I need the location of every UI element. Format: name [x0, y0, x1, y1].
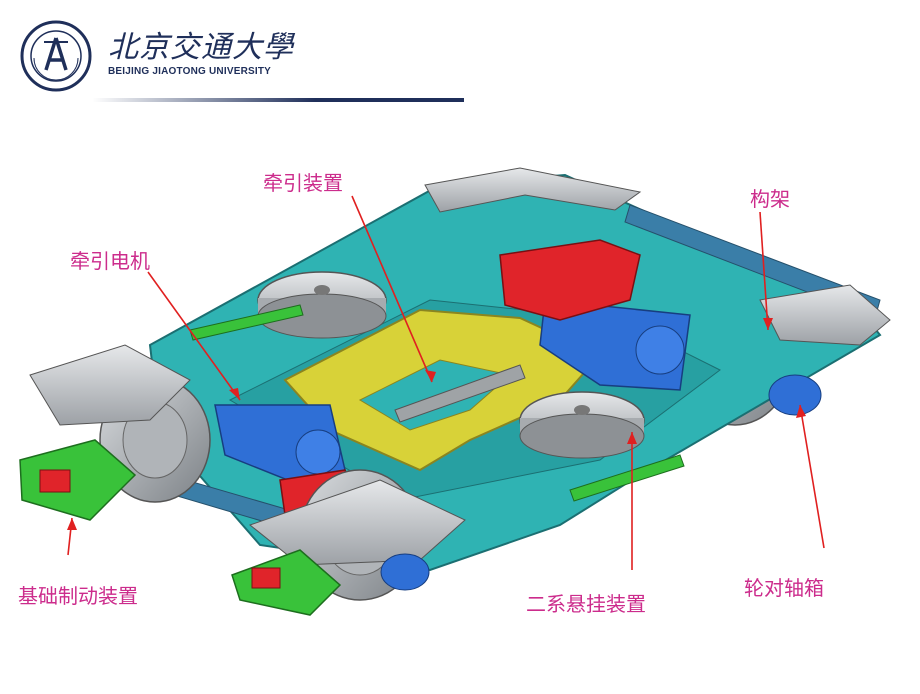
- air-spring-right: [519, 391, 645, 459]
- bogie-illustration: [19, 167, 891, 616]
- leader-lines: [67, 195, 825, 570]
- university-name-en: BEIJING JIAOTONG UNIVERSITY: [108, 66, 272, 77]
- spring-cap-rear-right: [759, 284, 891, 346]
- air-spring-left: [257, 271, 387, 339]
- traction-motor-rear: [539, 299, 691, 391]
- axlebox-right: [768, 374, 822, 416]
- slide-header: 北京交通大學 BEIJING JIAOTONG UNIVERSITY: [0, 0, 920, 110]
- damper-rear: [189, 304, 304, 341]
- label-traction-device: 牵引装置: [263, 171, 343, 195]
- axlebox-front: [380, 553, 430, 591]
- leader-wheelset-axlebox: [799, 404, 825, 549]
- bogie-diagram: 牵引装置 构架 牵引电机 基础制动装置 二系悬挂装置 轮对轴箱: [0, 110, 920, 690]
- spring-cap-rear-left: [424, 167, 642, 213]
- damper-front: [569, 454, 685, 502]
- brake-unit-right: [231, 549, 342, 616]
- brake-cylinder-left: [39, 469, 71, 493]
- leader-arrowheads: [67, 318, 806, 530]
- label-secondary-suspension: 二系悬挂装置: [526, 592, 646, 616]
- university-seal-icon: [20, 20, 92, 92]
- label-frame: 构架: [750, 187, 790, 211]
- header-divider: [92, 98, 464, 102]
- bolster: [283, 308, 602, 472]
- leader-traction-motor: [147, 271, 241, 401]
- spring-cap-front-left: [29, 344, 191, 426]
- brake-unit-left: [19, 439, 137, 521]
- gearbox-rear: [499, 239, 641, 321]
- leader-traction-device: [351, 195, 433, 383]
- brake-cylinder-right: [251, 567, 281, 589]
- label-wheelset-axlebox: 轮对轴箱: [744, 576, 824, 600]
- label-foundation-brake: 基础制动装置: [18, 584, 138, 608]
- label-traction-motor: 牵引电机: [70, 249, 150, 273]
- leader-frame: [759, 211, 769, 331]
- university-name-cn: 北京交通大學: [108, 30, 294, 65]
